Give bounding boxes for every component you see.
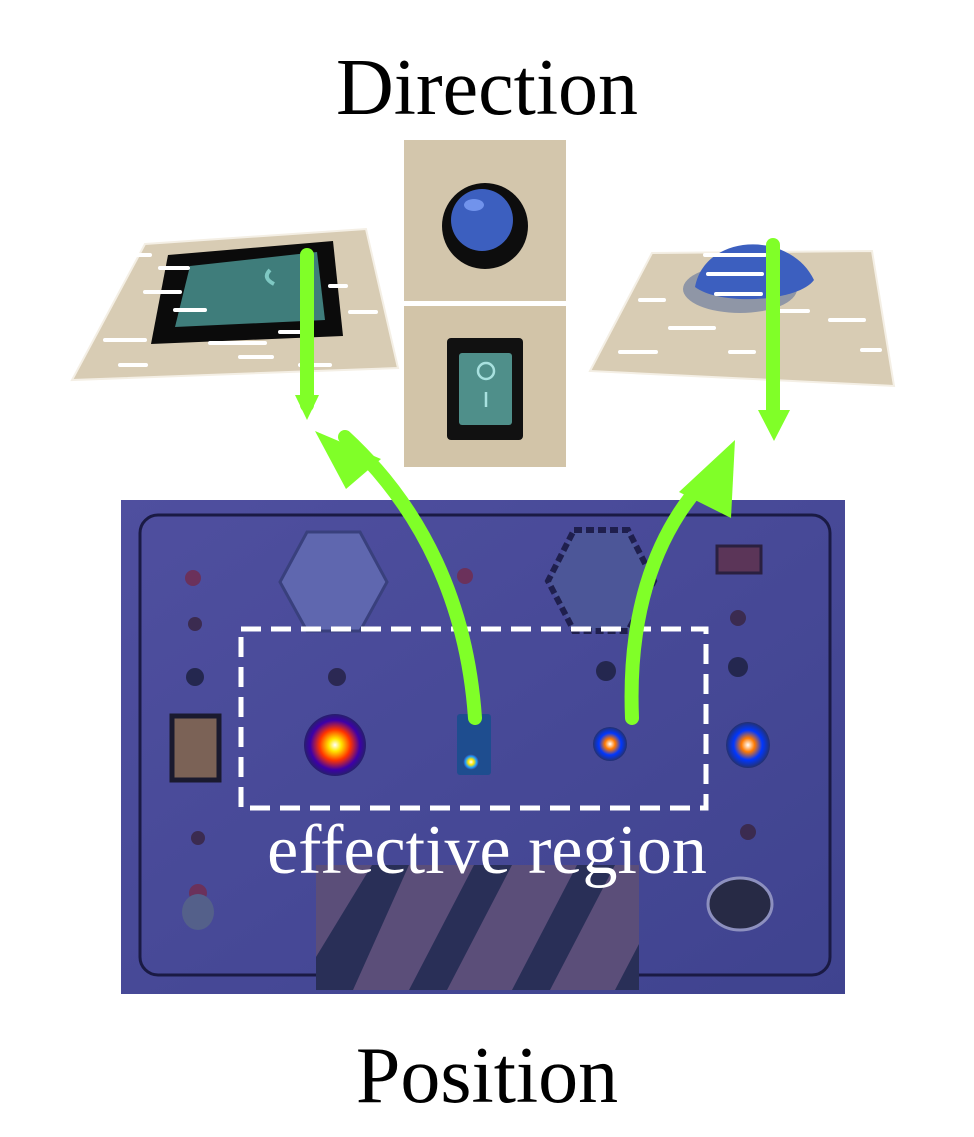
far-right-heat-button [726, 722, 770, 768]
left-curved-arrow-head [315, 431, 381, 489]
effective-region-label: effective region [267, 812, 707, 889]
button-thumbnail-cap [451, 189, 513, 251]
indicator-light [185, 570, 201, 586]
stripe-1 [316, 865, 409, 990]
left-curved-arrow-shaft [338, 430, 482, 725]
right-point-cloud [588, 238, 896, 441]
indicator-light [730, 610, 746, 626]
right-direction-arrow-head [758, 410, 790, 441]
effective-region-box [238, 626, 709, 811]
indicator-light [328, 668, 346, 686]
stripe-3 [512, 865, 615, 990]
curved-arrows [315, 430, 735, 725]
left-direction-arrow-head [295, 395, 319, 420]
right-cloud-base [588, 249, 896, 388]
control-panel [121, 500, 845, 994]
switch-thumbnail-face [459, 353, 512, 425]
center-thumbnails [404, 140, 566, 467]
center-heat-spot [463, 754, 479, 770]
indicator-light [188, 617, 202, 631]
left-point-cloud [70, 227, 400, 420]
left-switch-o-mark [264, 268, 275, 286]
indicator-light [457, 568, 473, 584]
right-heat-button [593, 727, 627, 761]
indicator-light [740, 824, 756, 840]
bolt-head [182, 894, 214, 930]
position-label: Position [355, 1032, 619, 1120]
right-button-cap [695, 244, 814, 300]
left-switch-face [175, 252, 325, 327]
left-cloud-speckles [103, 253, 378, 367]
stripe-4 [615, 944, 639, 990]
left-heat-button [304, 714, 366, 776]
indicator-light [596, 661, 616, 681]
button-thumbnail-highlight [464, 199, 484, 211]
indicator-light [186, 668, 204, 686]
switch-thumbnail-o [476, 361, 496, 381]
indicator-light [728, 657, 748, 677]
left-side-switch [169, 713, 222, 783]
indicator-light [191, 831, 205, 845]
round-port [706, 876, 774, 932]
right-cloud-speckles [618, 253, 882, 354]
right-curved-arrow-shaft [624, 475, 710, 725]
right-curved-arrow-head [679, 440, 735, 518]
left-hexagon [278, 530, 389, 633]
stripe-2 [409, 865, 512, 990]
right-hexagon [544, 527, 658, 634]
direction-label: Direction [335, 44, 639, 132]
top-right-indicator [715, 544, 763, 575]
